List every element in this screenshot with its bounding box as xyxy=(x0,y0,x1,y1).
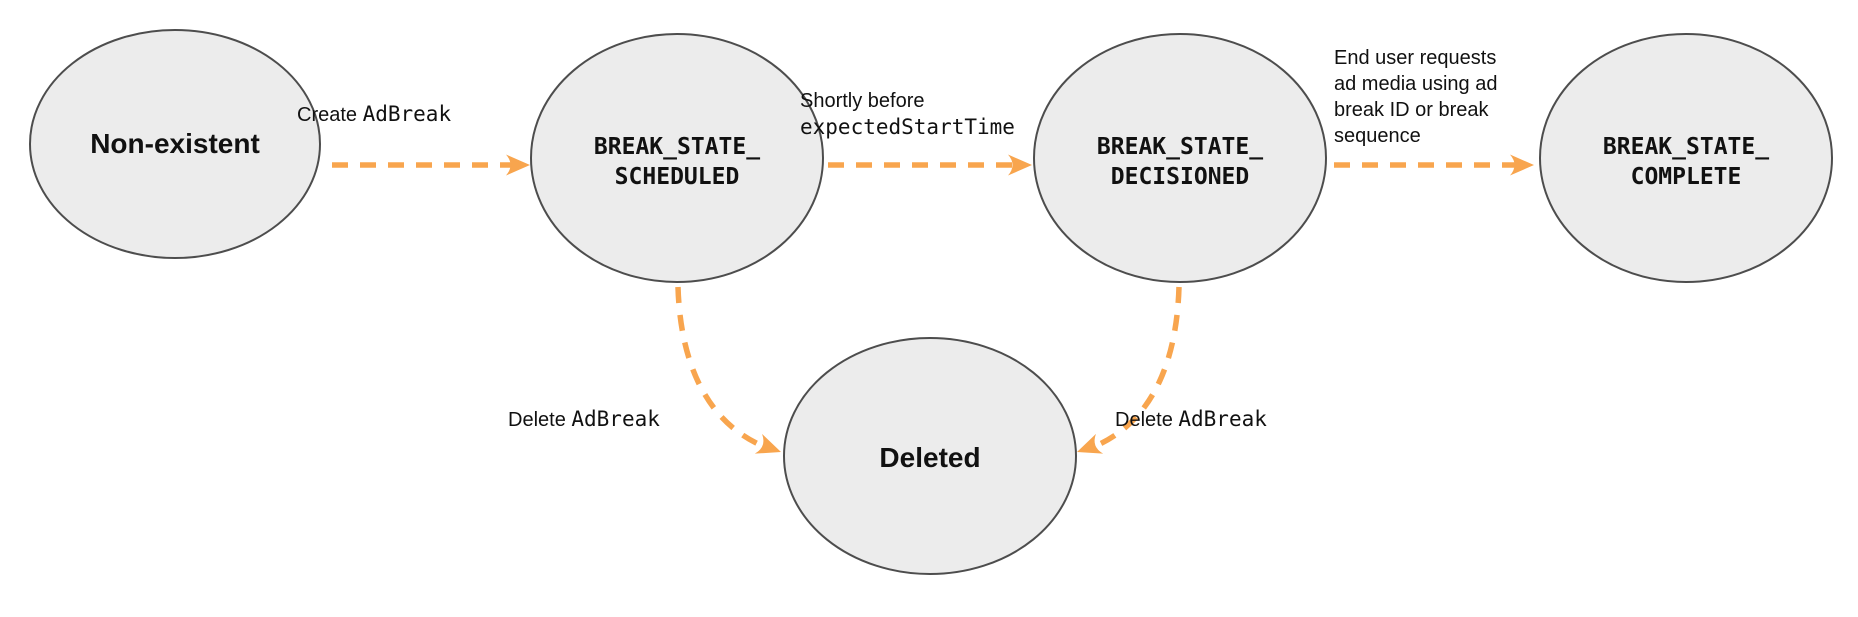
edge-label-end-user-requests: End user requests ad media using ad brea… xyxy=(1334,45,1497,149)
edge-create-adbreak-arrowhead-icon xyxy=(506,154,530,176)
edge-label-text: Delete xyxy=(508,409,572,431)
node-label-deleted: Deleted xyxy=(879,442,981,473)
node-ellipse-break-state-decisioned xyxy=(1033,33,1327,283)
edge-label-text: Create xyxy=(297,104,363,126)
node-label-break-state-decisioned: BREAK_STATE_ DECISIONED xyxy=(1096,134,1264,190)
node-ellipse-deleted xyxy=(783,337,1077,575)
edge-label-code: AdBreak xyxy=(571,407,660,431)
node-label-break-state-scheduled: BREAK_STATE_ SCHEDULED xyxy=(593,134,761,190)
edge-label-delete-adbreak-right: Delete AdBreak xyxy=(1115,406,1267,433)
edge-label-text: End user requests ad media using ad brea… xyxy=(1334,47,1498,147)
edge-label-text: Shortly before xyxy=(800,90,925,112)
node-label-break-state-complete: BREAK_STATE_ COMPLETE xyxy=(1602,134,1770,190)
node-label-non-existent: Non-existent xyxy=(90,128,260,159)
edge-label-create-adbreak: Create AdBreak xyxy=(297,101,451,128)
node-ellipse-break-state-complete xyxy=(1539,33,1833,283)
edge-delete-adbreak-from-decisioned-path xyxy=(1087,286,1182,452)
edge-delete-adbreak-from-scheduled-arrowhead-icon xyxy=(754,433,781,454)
edge-label-text: Delete xyxy=(1115,409,1179,431)
edge-delete-adbreak-from-decisioned-arrowhead-icon xyxy=(1077,433,1104,454)
edge-delete-adbreak-from-scheduled-path xyxy=(675,286,771,452)
edge-label-delete-adbreak-left: Delete AdBreak xyxy=(508,406,660,433)
edge-label-code: expectedStartTime xyxy=(800,115,1015,139)
node-ellipse-break-state-scheduled xyxy=(530,33,824,283)
edge-end-user-requests-arrowhead-icon xyxy=(1510,154,1534,176)
edge-label-shortly-before: Shortly before expectedStartTime xyxy=(800,88,1015,140)
edge-shortly-before-arrowhead-icon xyxy=(1008,154,1032,176)
edge-label-code: AdBreak xyxy=(1178,407,1267,431)
node-ellipse-non-existent xyxy=(29,29,321,259)
edge-label-code: AdBreak xyxy=(362,102,452,126)
